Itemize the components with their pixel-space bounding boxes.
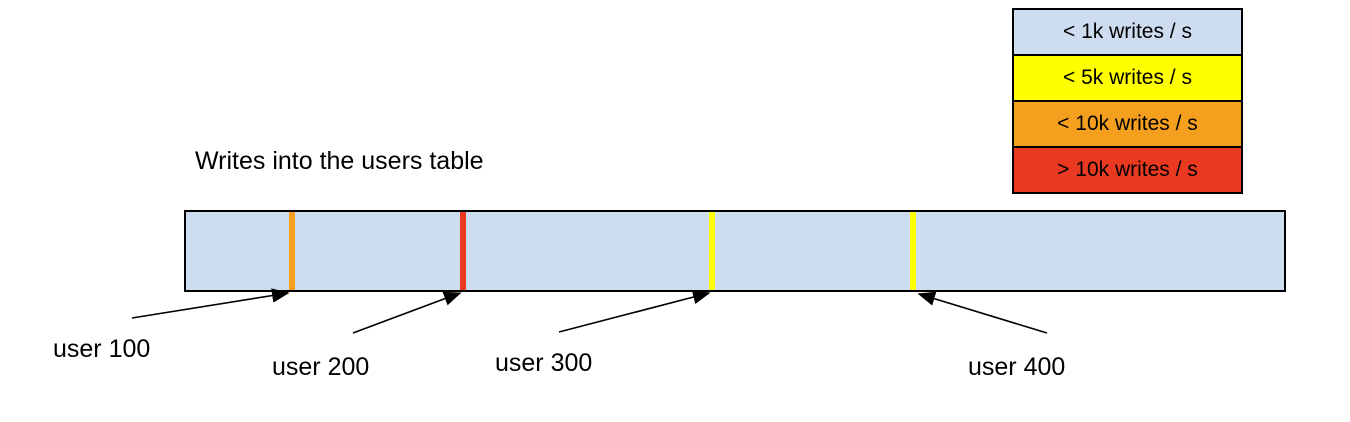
label-user-100: user 100 xyxy=(53,335,151,363)
arrow-user-200 xyxy=(352,291,462,334)
write-marker-user-200 xyxy=(460,212,466,290)
legend-row-gt-10k: > 10k writes / s xyxy=(1012,146,1243,194)
write-marker-user-100 xyxy=(289,212,295,290)
arrow-user-100 xyxy=(131,288,290,319)
write-rate-legend: < 1k writes / s < 5k writes / s < 10k wr… xyxy=(1012,8,1243,194)
label-user-400: user 400 xyxy=(968,353,1066,381)
users-table-bar xyxy=(184,210,1286,292)
legend-row-lt-10k: < 10k writes / s xyxy=(1012,100,1243,148)
arrow-user-400 xyxy=(917,291,1048,334)
write-marker-user-400 xyxy=(910,212,916,290)
label-user-200: user 200 xyxy=(272,353,370,381)
arrow-user-300 xyxy=(558,290,711,333)
diagram-title: Writes into the users table xyxy=(195,147,484,175)
legend-row-lt-1k: < 1k writes / s xyxy=(1012,8,1243,56)
label-user-300: user 300 xyxy=(495,349,593,377)
write-marker-user-300 xyxy=(709,212,715,290)
legend-row-lt-5k: < 5k writes / s xyxy=(1012,54,1243,102)
